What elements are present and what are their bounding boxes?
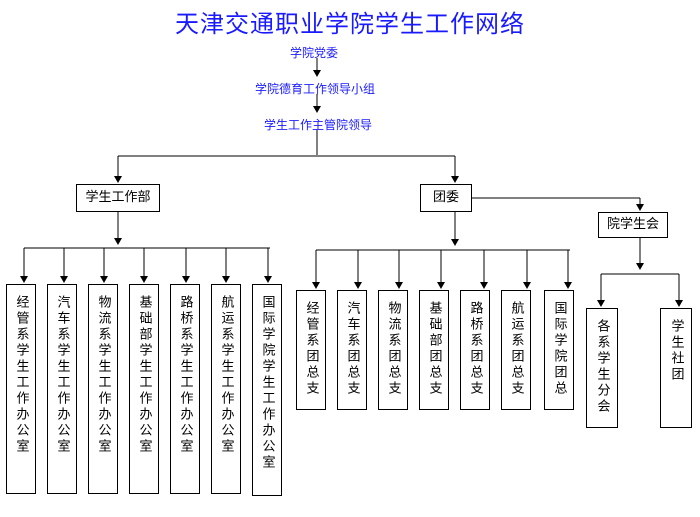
office-label: 经管系学生工作办公室	[13, 295, 29, 455]
union-child-box: 各系学生分会	[586, 308, 618, 428]
office-box: 基础部学生工作办公室	[129, 284, 159, 494]
office-box: 物流系学生工作办公室	[88, 284, 118, 494]
league-branch-label: 汽车系团总支	[344, 301, 360, 397]
league-branch-label: 国际学院团总	[551, 301, 567, 397]
office-label: 国际学院学生工作办公室	[259, 295, 275, 471]
league-branch-box: 国际学院团总	[544, 290, 574, 410]
node-moral-group: 学院德育工作领导小组	[255, 82, 376, 96]
node-youth-league: 团委	[420, 184, 472, 212]
chart-title: 天津交通职业学院学生工作网络	[175, 10, 525, 38]
node-student-affairs: 学生工作部	[76, 184, 160, 212]
office-box: 路桥系学生工作办公室	[170, 284, 200, 494]
node-student-union: 院学生会	[598, 212, 668, 238]
union-child-label: 各系学生分会	[594, 319, 610, 415]
office-box: 航运系学生工作办公室	[211, 284, 241, 494]
league-branch-label: 路桥系团总支	[467, 301, 483, 397]
office-label: 航运系学生工作办公室	[218, 295, 234, 455]
office-label: 汽车系学生工作办公室	[54, 295, 70, 455]
node-party-committee: 学院党委	[290, 46, 339, 60]
league-branch-box: 航运系团总支	[501, 290, 531, 410]
league-branch-label: 基础部团总支	[426, 301, 442, 397]
league-branch-box: 汽车系团总支	[337, 290, 367, 410]
league-branch-box: 物流系团总支	[378, 290, 408, 410]
league-branch-label: 物流系团总支	[385, 301, 401, 397]
office-label: 基础部学生工作办公室	[136, 295, 152, 455]
union-child-label: 学生社团	[668, 319, 684, 383]
office-box: 汽车系学生工作办公室	[47, 284, 77, 494]
office-box: 国际学院学生工作办公室	[252, 284, 282, 496]
league-branch-box: 经管系团总支	[296, 290, 326, 410]
office-box: 经管系学生工作办公室	[6, 284, 36, 494]
league-branch-label: 经管系团总支	[303, 301, 319, 397]
office-label: 物流系学生工作办公室	[95, 295, 111, 455]
union-child-box: 学生社团	[660, 308, 692, 428]
node-student-leader: 学生工作主管院领导	[264, 118, 373, 132]
office-label: 路桥系学生工作办公室	[177, 295, 193, 455]
league-branch-box: 路桥系团总支	[460, 290, 490, 410]
league-branch-box: 基础部团总支	[419, 290, 449, 410]
league-branch-label: 航运系团总支	[508, 301, 524, 397]
